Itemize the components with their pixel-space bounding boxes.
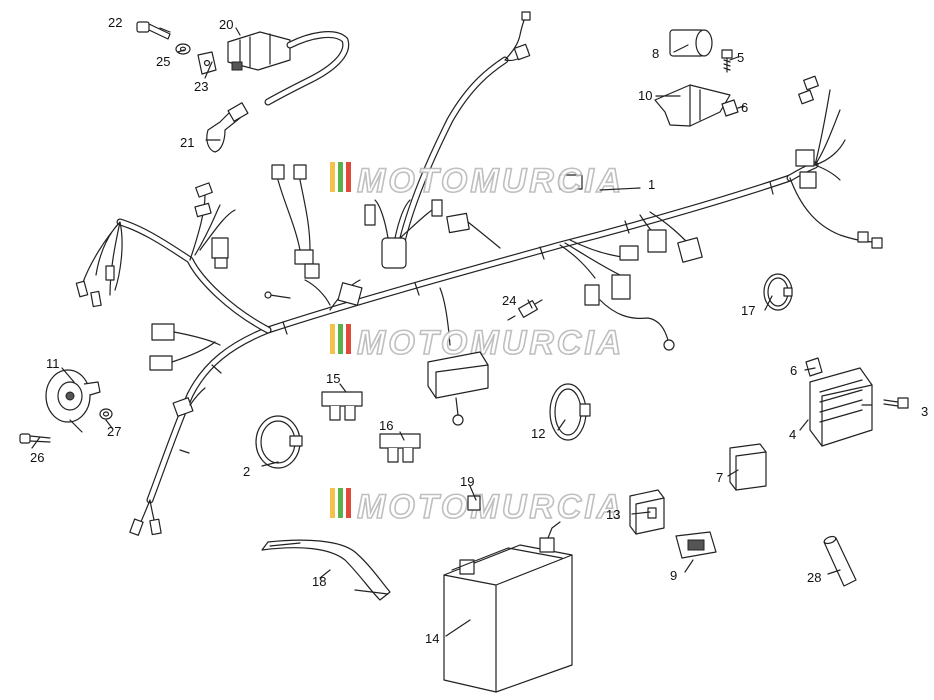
part-9-socket <box>675 531 717 559</box>
part-6-clip <box>721 99 739 117</box>
watermark-text: MOTOMURCIA <box>357 162 624 200</box>
callouts: 1 2 3 4 5 6 6 7 8 9 10 11 12 13 14 15 16… <box>30 15 928 646</box>
callout-14: 14 <box>425 631 439 646</box>
callout-22: 22 <box>108 15 122 30</box>
callout-28: 28 <box>807 570 821 585</box>
watermark-middle: MOTOMURCIA <box>330 323 624 363</box>
part-8-relay <box>669 29 713 57</box>
callout-20: 20 <box>219 17 233 32</box>
leader-lines <box>31 27 873 637</box>
callout-6: 6 <box>790 363 797 378</box>
callout-3: 3 <box>921 404 928 419</box>
watermark-stripe <box>346 488 351 518</box>
callout-15: 15 <box>326 371 340 386</box>
part-11-horn <box>45 369 101 433</box>
part-28-tube <box>823 535 857 587</box>
part-21-spark-plug-cap <box>206 102 249 153</box>
callout-4: 4 <box>789 427 796 442</box>
main-wiring-harness <box>75 11 883 536</box>
part-19-connector <box>467 495 481 511</box>
part-14-battery <box>443 521 573 693</box>
part-12-clamp <box>549 383 591 441</box>
watermark-stripe <box>330 488 335 518</box>
callout-19: 19 <box>460 474 474 489</box>
part-18-strap <box>261 539 391 601</box>
watermark-stripe <box>338 162 343 192</box>
callout-18: 18 <box>312 574 326 589</box>
callout-25: 25 <box>156 54 170 69</box>
callout-1: 1 <box>648 177 655 192</box>
callout-21: 21 <box>180 135 194 150</box>
watermark-text: MOTOMURCIA <box>357 324 624 362</box>
callout-12: 12 <box>531 426 545 441</box>
part-15-fuse <box>321 391 363 421</box>
callout-17: 17 <box>741 303 755 318</box>
part-7-relay <box>729 443 767 491</box>
part-22-screw <box>136 21 171 40</box>
part-13-relay <box>629 489 665 535</box>
callout-23: 23 <box>194 79 208 94</box>
watermark-stripe <box>346 324 351 354</box>
callout-6: 6 <box>741 100 748 115</box>
callout-11: 11 <box>46 356 60 371</box>
part-26-screw <box>19 433 51 444</box>
part-2-clamp <box>255 415 303 469</box>
callout-5: 5 <box>737 50 744 65</box>
callout-24: 24 <box>502 293 516 308</box>
part-27-nut <box>99 408 113 420</box>
callout-13: 13 <box>606 507 620 522</box>
watermark-stripe <box>338 488 343 518</box>
callout-26: 26 <box>30 450 44 465</box>
callout-10: 10 <box>638 88 652 103</box>
watermark-stripe <box>330 324 335 354</box>
watermark-bottom: MOTOMURCIA <box>330 487 624 527</box>
callout-16: 16 <box>379 418 393 433</box>
watermark-stripe <box>330 162 335 192</box>
part-10-bracket <box>654 84 731 127</box>
part-17-clamp <box>763 273 793 311</box>
part-23-clip <box>197 51 217 75</box>
callout-9: 9 <box>670 568 677 583</box>
part-20-ignition-coil <box>227 31 350 106</box>
callout-2: 2 <box>243 464 250 479</box>
fuse-box <box>427 351 489 426</box>
watermark-stripe <box>346 162 351 192</box>
part-24-sensor <box>507 299 543 321</box>
part-6-clip <box>805 357 823 377</box>
watermark-top: MOTOMURCIA <box>330 161 624 201</box>
part-16-fuse <box>379 433 421 463</box>
callout-7: 7 <box>716 470 723 485</box>
watermark-stripe <box>338 324 343 354</box>
callout-27: 27 <box>107 424 121 439</box>
part-4-regulator <box>809 367 873 447</box>
part-3-bolt <box>883 397 909 409</box>
part-5-screw <box>721 49 733 73</box>
callout-8: 8 <box>652 46 659 61</box>
watermark-text: MOTOMURCIA <box>357 488 624 526</box>
